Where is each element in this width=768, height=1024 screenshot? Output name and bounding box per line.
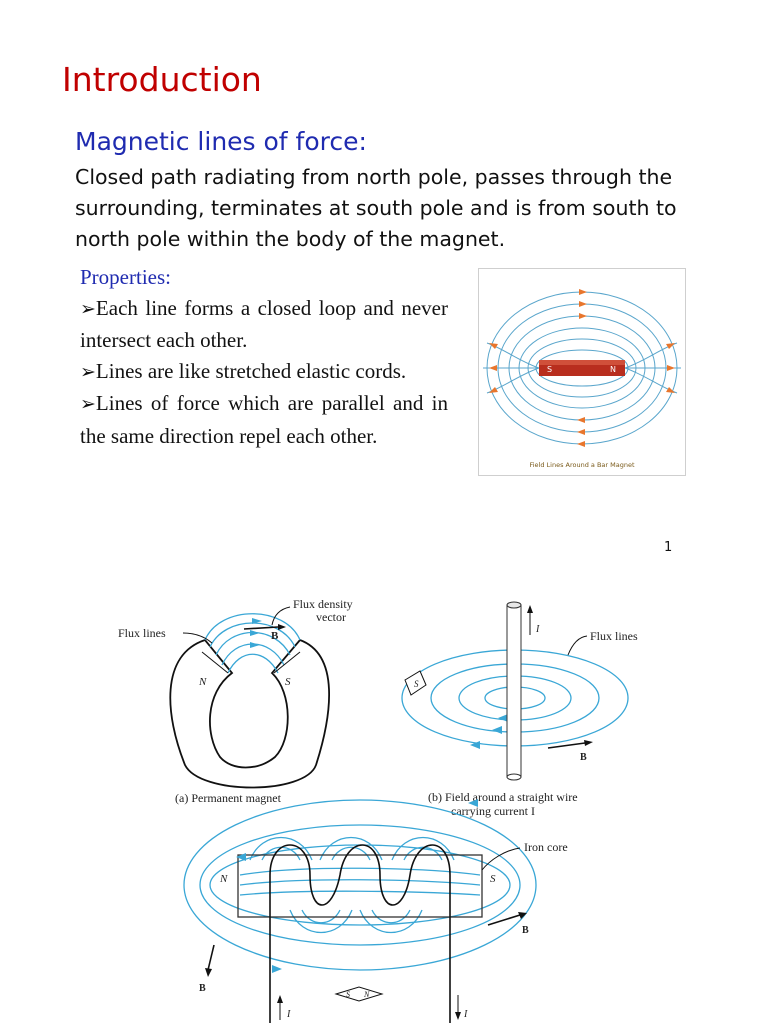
section-body: Closed path radiating from north pole, p… <box>75 165 677 251</box>
flux-density-label-line1: Flux density <box>293 597 353 611</box>
magnetic-field-diagrams: N S Flux lines Flux density vector B (a)… <box>118 597 638 1023</box>
bar-magnet-figure: S N Field Lines Around a Bar Magnet <box>478 268 686 476</box>
slide-title: Introduction <box>62 60 262 99</box>
solenoid-vector-b-right: B <box>522 925 529 936</box>
section-heading: Magnetic lines of force: <box>75 127 367 156</box>
page-number: 1 <box>664 540 673 555</box>
solenoid-pole-n: N <box>219 873 228 885</box>
wire-caption-line2: carrying current I <box>451 804 535 818</box>
property-item: ➢Lines of force which are parallel and i… <box>80 388 448 451</box>
permanent-vector-b: B <box>271 630 279 642</box>
solenoid-pole-s: S <box>490 873 496 885</box>
wire-compass-label: S <box>414 679 419 689</box>
pole-s-label: S <box>547 365 552 374</box>
bar-magnet-caption: Field Lines Around a Bar Magnet <box>529 461 635 469</box>
arrow-bullet-icon: ➢ <box>80 394 96 415</box>
straight-wire-figure: I Flux lines S B (b) Field around a stra… <box>401 601 638 818</box>
solenoid-current-in: I <box>286 1009 291 1020</box>
wire-flux-lines-label: Flux lines <box>590 629 638 643</box>
property-item: ➢Lines are like stretched elastic cords. <box>80 356 448 389</box>
property-item: ➢Each line forms a closed loop and never… <box>80 293 448 356</box>
arrow-bullet-icon: ➢ <box>80 361 96 383</box>
flux-lines-label: Flux lines <box>118 626 166 640</box>
solenoid-figure: N S Iron core B B S N I I <box>183 799 568 1023</box>
pole-n-label: N <box>610 365 616 374</box>
properties-title: Properties: <box>80 265 171 289</box>
property-text: Each line forms a closed loop and never … <box>80 295 448 353</box>
permanent-pole-n: N <box>198 676 207 688</box>
wire-vector-b: B <box>580 752 587 763</box>
permanent-magnet-figure: N S Flux lines Flux density vector B (a)… <box>118 597 353 805</box>
bar-magnet-field-diagram: S N Field Lines Around a Bar Magnet <box>483 289 681 469</box>
solenoid-vector-b-left: B <box>199 983 206 994</box>
solenoid-current-out: I <box>463 1009 468 1020</box>
wire-caption-line1: (b) Field around a straight wire <box>428 790 578 804</box>
arrow-bullet-icon: ➢ <box>80 298 96 320</box>
iron-core <box>237 854 483 918</box>
iron-core-label: Iron core <box>524 840 568 854</box>
property-text: Lines of force which are parallel and in… <box>80 391 448 448</box>
permanent-caption: (a) Permanent magnet <box>175 791 282 805</box>
flux-density-label-line2: vector <box>316 610 346 624</box>
permanent-pole-s: S <box>285 676 291 688</box>
properties-list: Properties: ➢Each line forms a closed lo… <box>80 262 448 451</box>
property-text: Lines are like stretched elastic cords. <box>95 358 407 383</box>
wire-current-label: I <box>535 624 540 635</box>
solenoid-compass-s: S <box>346 990 350 999</box>
solenoid-compass-n: N <box>363 990 370 999</box>
